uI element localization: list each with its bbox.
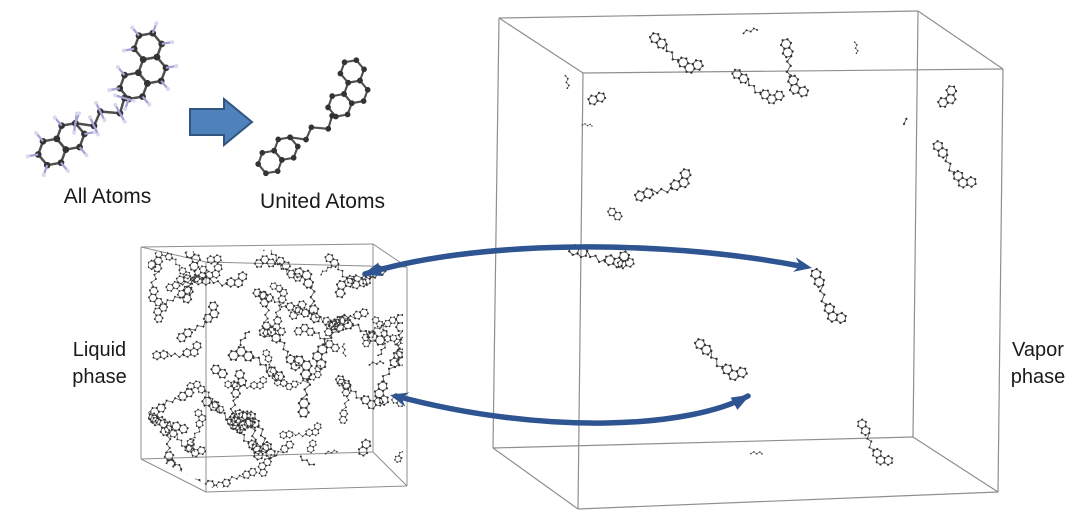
liquid-phase-molecules (148, 248, 403, 488)
all-atoms-molecule (25, 21, 179, 178)
vapor-phase-box-wireframe (492, 10, 1004, 510)
united-atoms-label: United Atoms (260, 190, 385, 213)
liquid-phase-box-wireframe (140, 243, 408, 493)
vapor-phase-label-line2: phase (1010, 366, 1066, 388)
coarse-grain-arrow-icon (189, 96, 254, 148)
vapor-phase-label-line1: Vapor (1012, 339, 1064, 361)
united-atoms-molecule (255, 57, 371, 177)
liquid-phase-label-line2: phase (72, 366, 127, 388)
all-atoms-label: All Atoms (63, 185, 152, 208)
phase-transfer-arrows (362, 244, 812, 426)
transfer-arrow-liquid-to-vapor (362, 244, 812, 277)
liquid-phase-label-line1: Liquid (72, 339, 127, 361)
transfer-arrow-vapor-to-liquid (390, 392, 751, 426)
